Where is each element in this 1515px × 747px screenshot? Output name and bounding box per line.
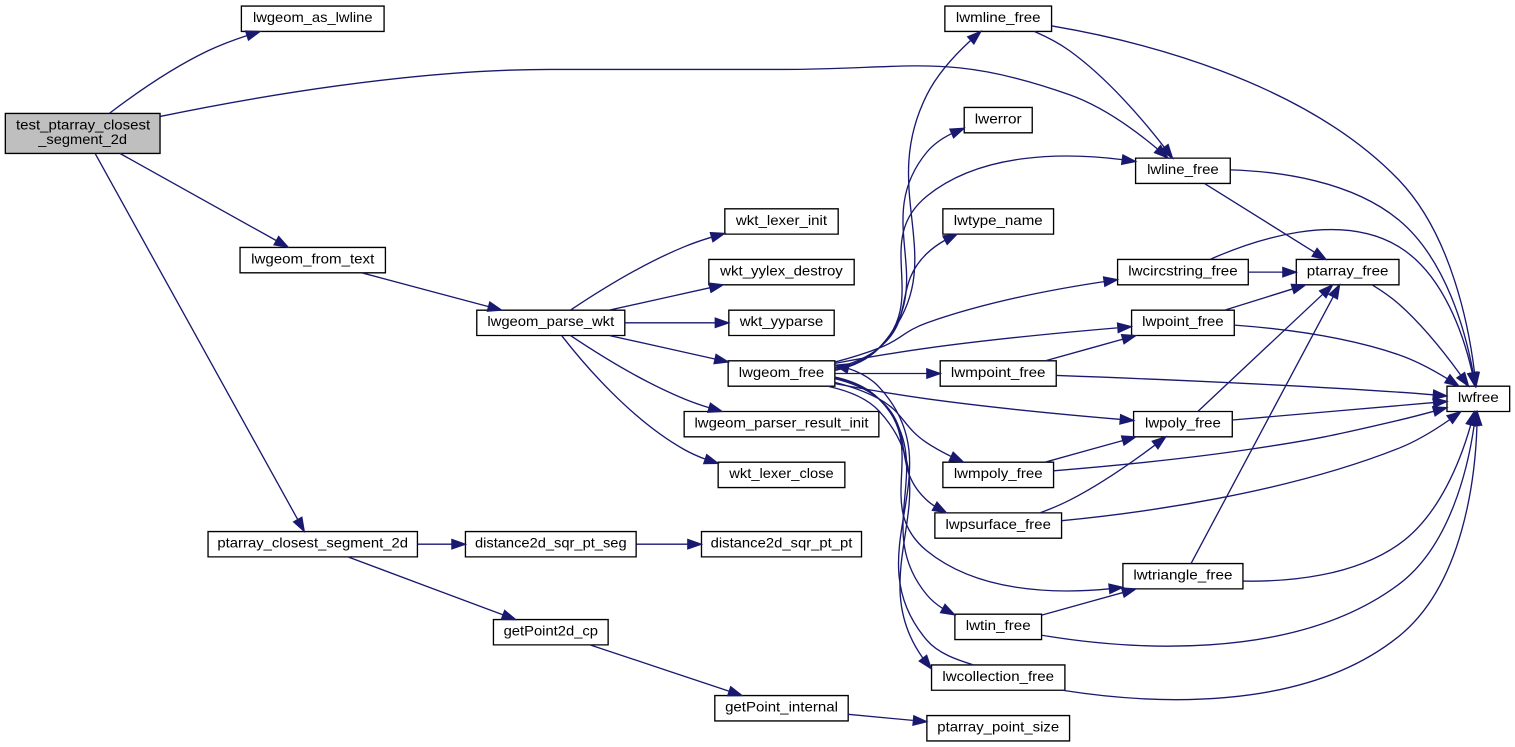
svg-text:lwgeom_free: lwgeom_free	[739, 365, 825, 380]
svg-text:getPoint_internal: getPoint_internal	[725, 700, 838, 715]
svg-text:ptarray_free: ptarray_free	[1307, 263, 1389, 278]
svg-text:ptarray_point_size: ptarray_point_size	[937, 720, 1059, 735]
svg-text:lwpoint_free: lwpoint_free	[1142, 314, 1224, 329]
svg-text:lwgeom_parser_result_init: lwgeom_parser_result_init	[694, 416, 868, 431]
svg-text:distance2d_sqr_pt_pt: distance2d_sqr_pt_pt	[711, 536, 853, 551]
svg-text:wkt_yylex_destroy: wkt_yylex_destroy	[719, 263, 843, 278]
svg-text:lwcollection_free: lwcollection_free	[942, 669, 1054, 684]
svg-text:lwmline_free: lwmline_free	[956, 10, 1041, 25]
svg-text:test_ptarray_closest: test_ptarray_closest	[16, 117, 150, 132]
svg-text:lwline_free: lwline_free	[1147, 162, 1219, 177]
svg-text:lwgeom_from_text: lwgeom_from_text	[251, 251, 374, 266]
svg-text:getPoint2d_cp: getPoint2d_cp	[504, 624, 599, 639]
svg-text:lwpsurface_free: lwpsurface_free	[946, 517, 1052, 532]
svg-text:wkt_lexer_close: wkt_lexer_close	[728, 466, 834, 481]
svg-text:ptarray_closest_segment_2d: ptarray_closest_segment_2d	[217, 536, 408, 551]
svg-text:lwmpoly_free: lwmpoly_free	[954, 466, 1043, 481]
svg-text:wkt_lexer_init: wkt_lexer_init	[735, 213, 827, 228]
svg-text:lwgeom_as_lwline: lwgeom_as_lwline	[253, 10, 373, 25]
svg-text:distance2d_sqr_pt_seg: distance2d_sqr_pt_seg	[475, 536, 627, 551]
svg-text:lwcircstring_free: lwcircstring_free	[1128, 263, 1238, 278]
svg-text:lwtin_free: lwtin_free	[966, 618, 1031, 633]
svg-text:lwtype_name: lwtype_name	[954, 213, 1043, 228]
svg-text:lwmpoint_free: lwmpoint_free	[951, 365, 1046, 380]
svg-text:lwtriangle_free: lwtriangle_free	[1133, 568, 1232, 583]
svg-text:_segment_2d: _segment_2d	[37, 132, 127, 147]
svg-text:lwerror: lwerror	[975, 111, 1022, 126]
svg-text:lwgeom_parse_wkt: lwgeom_parse_wkt	[487, 314, 614, 329]
svg-text:wkt_yyparse: wkt_yyparse	[739, 314, 824, 329]
svg-text:lwfree: lwfree	[1458, 390, 1499, 405]
svg-text:lwpoly_free: lwpoly_free	[1145, 416, 1221, 431]
